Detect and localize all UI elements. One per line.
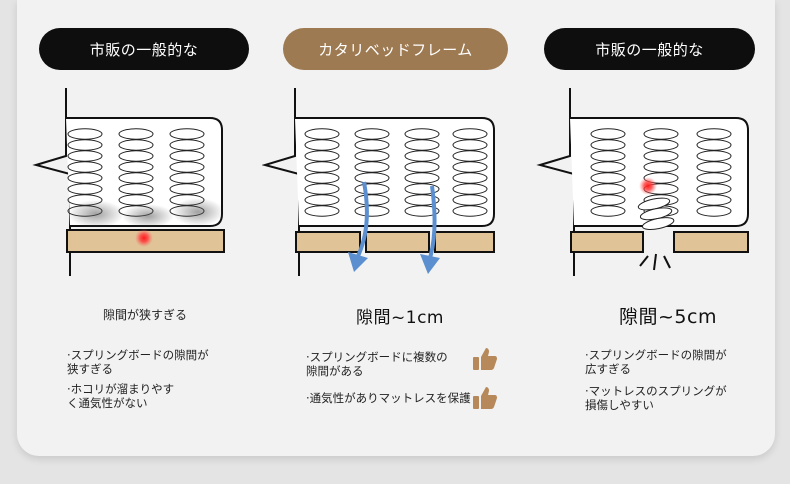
note-right-1: ·スプリングボードの隙間が 広すぎる xyxy=(585,348,727,376)
mattress-diagram-katari xyxy=(262,88,495,276)
caption-left: 隙間が狭すぎる xyxy=(102,308,187,322)
down-arrow-icon xyxy=(348,181,369,272)
down-arrow-icon xyxy=(420,185,440,274)
header-pill-right: 市販の一般的な xyxy=(544,28,755,70)
header-pill-left: 市販の一般的な xyxy=(39,28,249,70)
mattress-diagram-narrow-gap xyxy=(32,88,225,276)
red-hotspot-icon xyxy=(639,177,657,195)
note-center-1: ·スプリングボードに複数の 隙間がある xyxy=(306,350,448,378)
mattress-diagram-wide-gap xyxy=(536,88,749,276)
red-hotspot-icon xyxy=(135,229,153,247)
thumbs-up-icon xyxy=(473,387,497,409)
header-pill-center: カタリベッドフレーム xyxy=(283,28,508,70)
impact-lines-icon xyxy=(639,253,671,271)
note-center-2: ·通気性がありマットレスを保護 xyxy=(306,391,471,405)
header-center-label: カタリベッドフレーム xyxy=(318,40,473,59)
note-left-2: ·ホコリが溜まりやす く通気性がない xyxy=(67,382,175,410)
header-right-label: 市販の一般的な xyxy=(595,40,704,59)
note-right-2: ·マットレスのスプリングが 損傷しやすい xyxy=(585,384,727,412)
header-left-label: 市販の一般的な xyxy=(89,40,199,59)
note-left-1: ·スプリングボードの隙間が 狭すぎる xyxy=(67,348,209,376)
thumbs-up-icon xyxy=(473,348,497,370)
caption-right: 隙間~5cm xyxy=(619,306,717,328)
caption-center: 隙間~1cm xyxy=(356,308,444,328)
